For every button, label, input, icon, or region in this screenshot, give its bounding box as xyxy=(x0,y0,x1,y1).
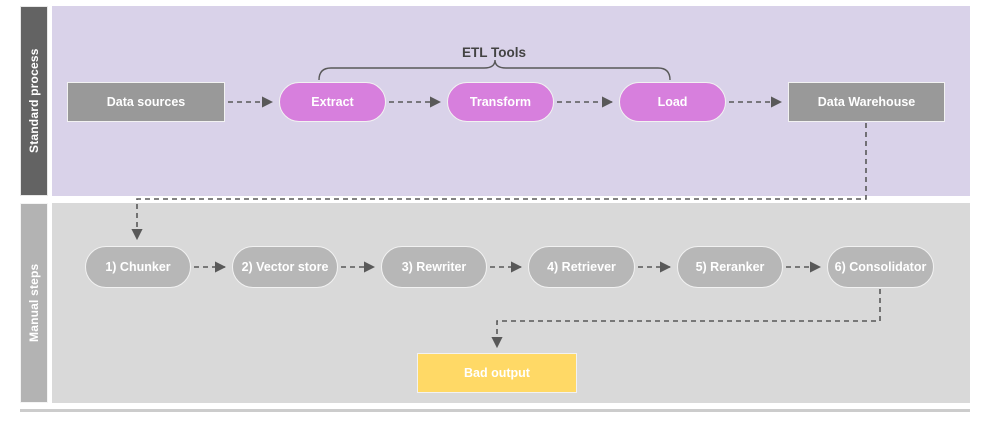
node-load[interactable]: Load xyxy=(619,82,726,122)
lane-header-manual-steps: Manual steps xyxy=(20,203,48,403)
bottom-divider xyxy=(20,409,970,412)
node-reranker[interactable]: 5) Reranker xyxy=(677,246,783,288)
node-bad-output[interactable]: Bad output xyxy=(417,353,577,393)
node-label-rewriter: 3) Rewriter xyxy=(401,259,467,274)
node-chunker[interactable]: 1) Chunker xyxy=(85,246,191,288)
node-label-vector-store: 2) Vector store xyxy=(241,259,329,274)
lane-header-standard-process: Standard process xyxy=(20,6,48,196)
node-vector-store[interactable]: 2) Vector store xyxy=(232,246,338,288)
node-label-load: Load xyxy=(657,94,688,109)
node-data-sources[interactable]: Data sources xyxy=(67,82,225,122)
lane-label-standard-process: Standard process xyxy=(27,48,41,154)
node-rewriter[interactable]: 3) Rewriter xyxy=(381,246,487,288)
node-label-retriever: 4) Retriever xyxy=(547,259,616,274)
node-extract[interactable]: Extract xyxy=(279,82,386,122)
node-consolidator[interactable]: 6) Consolidator xyxy=(827,246,934,288)
lane-label-manual-steps: Manual steps xyxy=(27,263,41,343)
node-transform[interactable]: Transform xyxy=(447,82,554,122)
node-label-data-warehouse: Data Warehouse xyxy=(817,94,916,109)
node-label-transform: Transform xyxy=(469,94,532,109)
node-label-chunker: 1) Chunker xyxy=(105,259,171,274)
node-retriever[interactable]: 4) Retriever xyxy=(528,246,635,288)
node-label-bad-output: Bad output xyxy=(464,365,530,380)
node-label-reranker: 5) Reranker xyxy=(695,259,765,274)
node-label-consolidator: 6) Consolidator xyxy=(834,259,927,274)
etl-tools-label: ETL Tools xyxy=(462,45,526,60)
node-data-warehouse[interactable]: Data Warehouse xyxy=(788,82,945,122)
node-label-extract: Extract xyxy=(311,94,354,109)
node-label-data-sources: Data sources xyxy=(106,94,186,109)
